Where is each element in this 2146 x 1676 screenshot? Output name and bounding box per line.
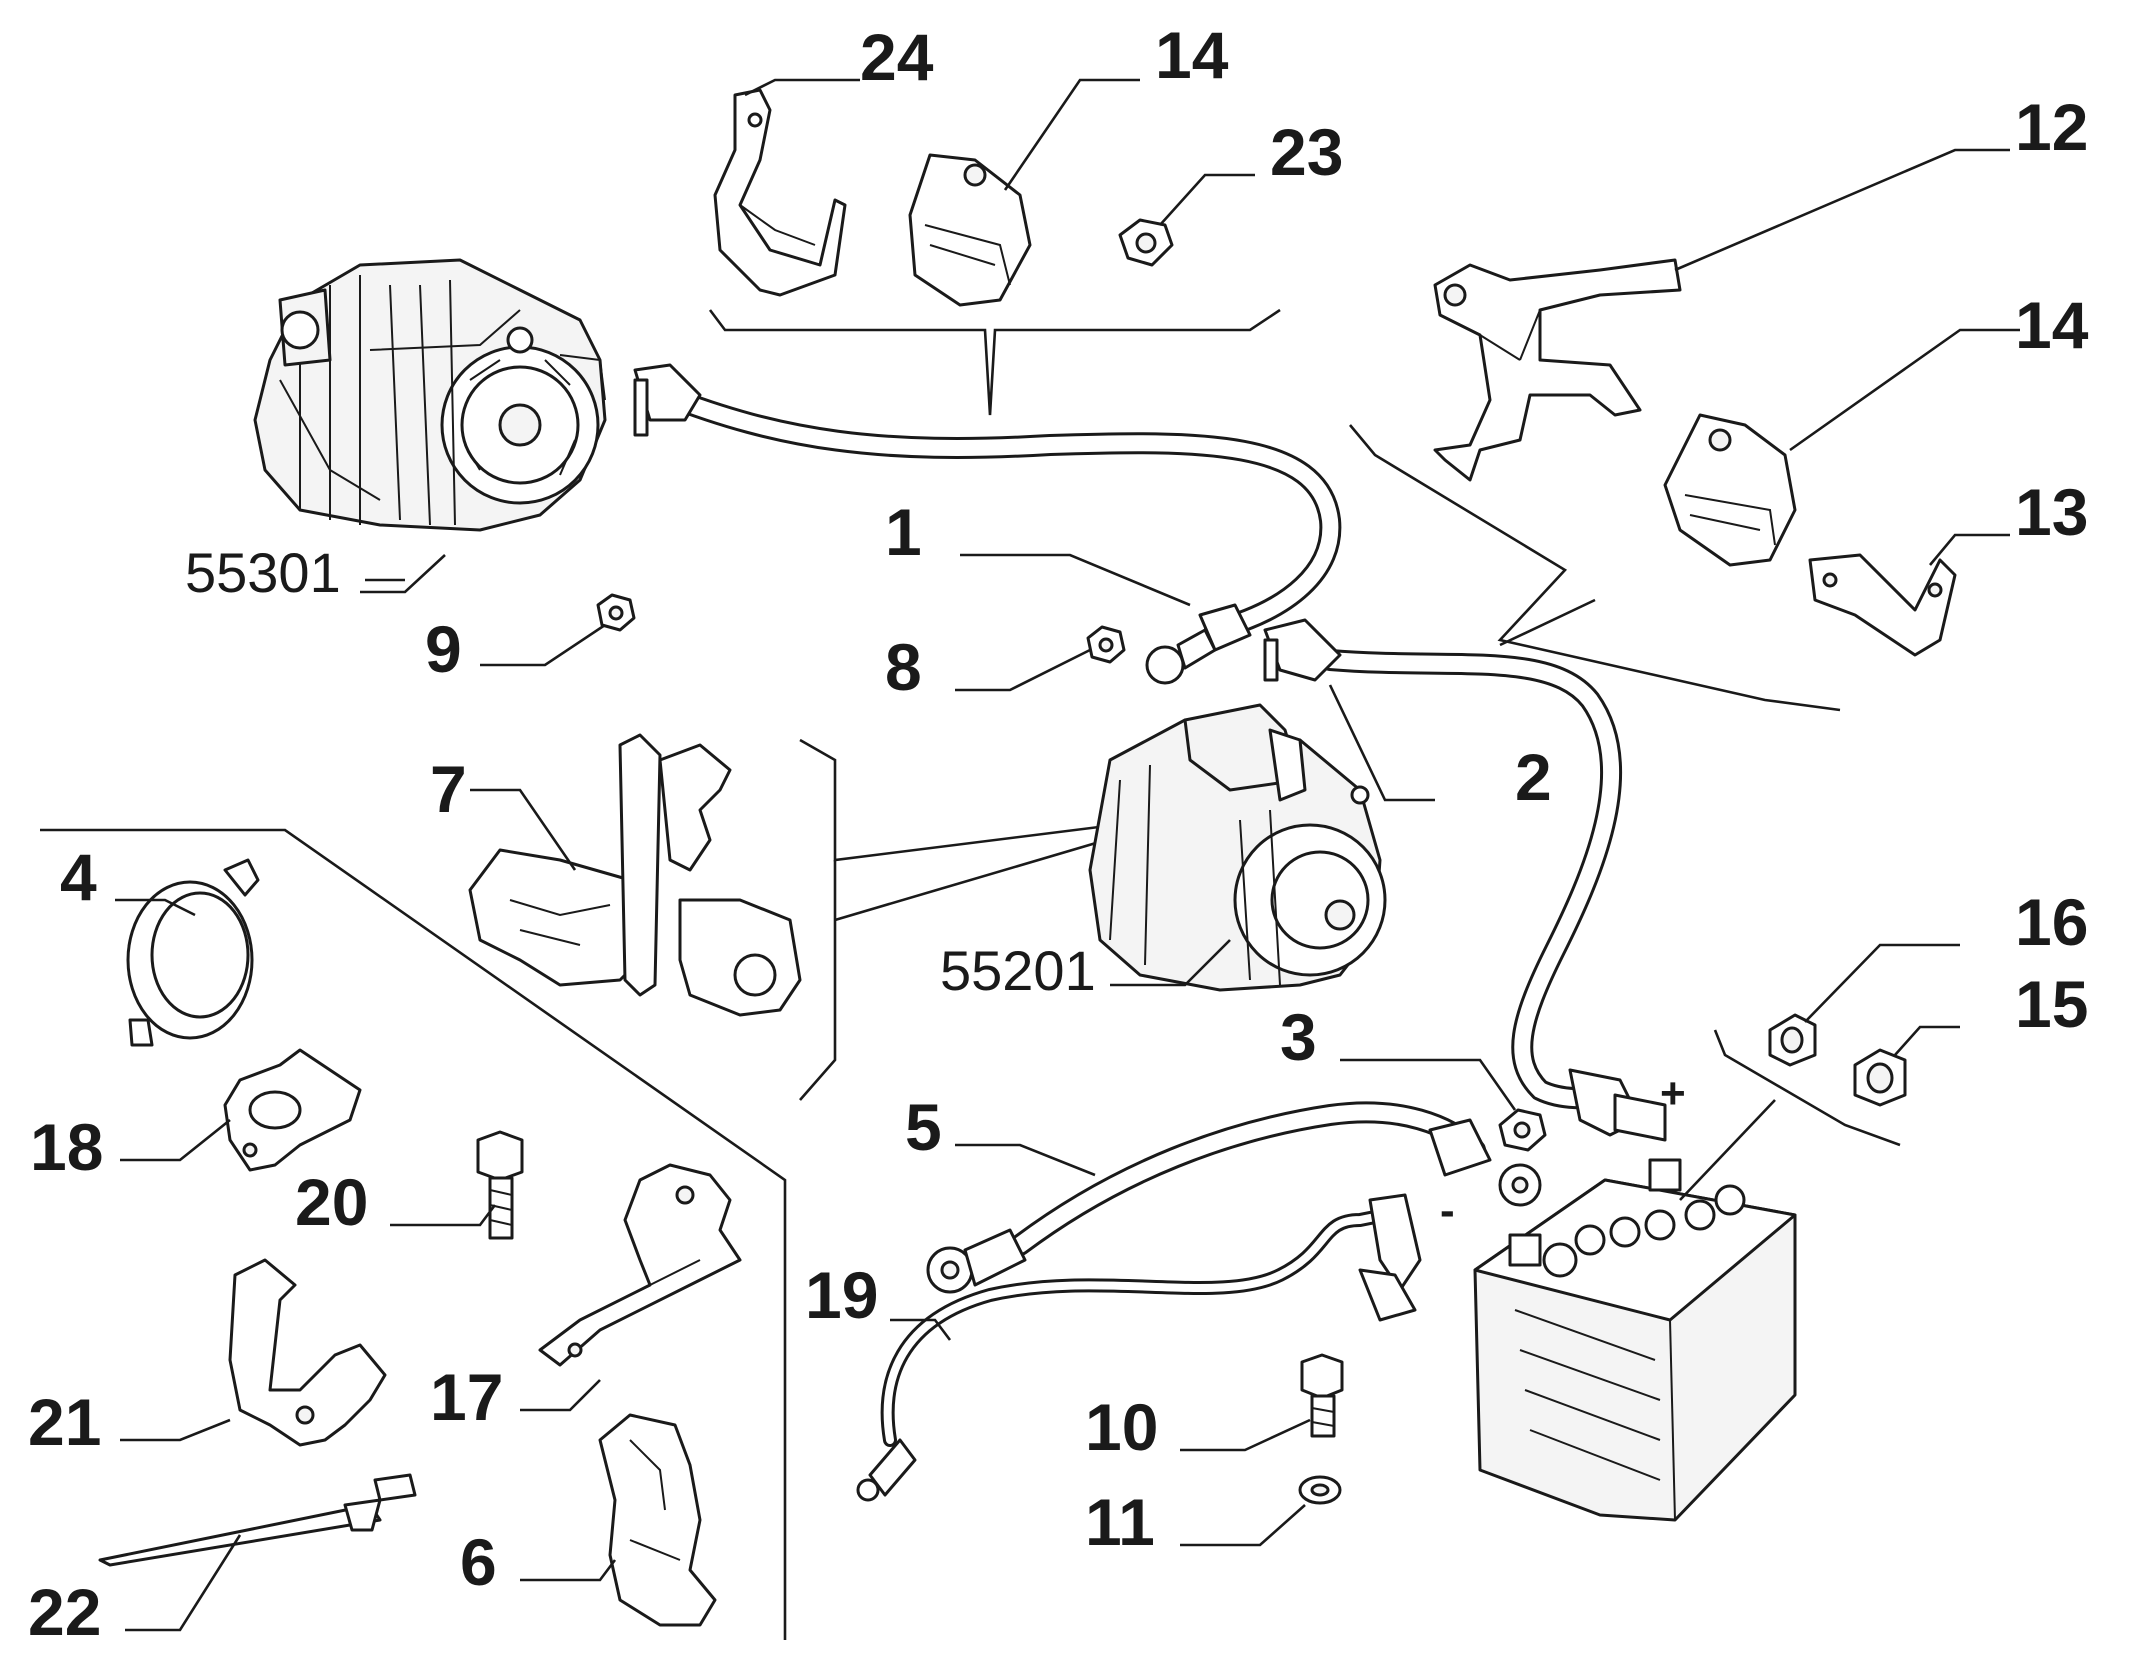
tie-22	[98, 1473, 417, 1567]
part-labels: 24 14 23 12 14 13 55301 1 9 8 2 7 4 5520…	[28, 18, 2089, 1649]
label-part-20: 20	[295, 1165, 368, 1239]
battery-part	[1473, 1158, 1797, 1522]
positive-terminal-sign: +	[1660, 1069, 1686, 1118]
label-part-23: 23	[1270, 115, 1343, 189]
bracket-12	[1433, 258, 1682, 482]
clamp-21	[228, 1258, 387, 1447]
alternator-part	[253, 258, 607, 532]
label-part-16: 16	[2015, 885, 2088, 959]
nut-15	[1853, 1048, 1907, 1107]
bolt-20	[476, 1130, 524, 1240]
label-part-17: 17	[430, 1360, 503, 1434]
label-part-19: 19	[805, 1258, 878, 1332]
plate-13	[1808, 553, 1957, 657]
label-part-14-right: 14	[2015, 288, 2089, 362]
label-part-8: 8	[885, 630, 922, 704]
label-part-14-top: 14	[1155, 18, 1229, 92]
label-part-1: 1	[885, 495, 922, 569]
negative-terminal-sign: -	[1440, 1186, 1455, 1235]
label-part-7: 7	[430, 752, 467, 826]
cable-5	[926, 1101, 1542, 1294]
bracket-7	[468, 733, 802, 1017]
clip-14-right	[1663, 413, 1797, 567]
label-alternator-55301: 55301	[185, 541, 341, 604]
label-part-4: 4	[60, 840, 97, 914]
label-part-11: 11	[1085, 1485, 1155, 1559]
label-part-15: 15	[2015, 967, 2088, 1041]
label-part-6: 6	[460, 1525, 497, 1599]
starter-part	[1088, 703, 1387, 992]
label-part-22: 22	[28, 1575, 101, 1649]
cable-1	[633, 363, 1342, 685]
cap-4	[126, 858, 260, 1047]
label-part-9: 9	[425, 612, 462, 686]
cable-19	[856, 1193, 1422, 1502]
bolt-10	[1300, 1353, 1344, 1438]
label-starter-55201: 55201	[940, 939, 1096, 1002]
bracket-24	[713, 88, 847, 297]
washer-11	[1298, 1475, 1342, 1505]
label-part-24: 24	[860, 20, 934, 94]
nut-3	[1498, 1108, 1547, 1152]
clip-18	[223, 1048, 362, 1172]
clip-14-top	[908, 153, 1032, 307]
label-part-18: 18	[30, 1110, 103, 1184]
terminal-signs: + -	[1440, 1069, 1686, 1235]
section-dividers	[40, 308, 1901, 1640]
bracket-17	[538, 1163, 742, 1367]
nut-8	[1086, 625, 1126, 664]
label-part-5: 5	[905, 1090, 942, 1164]
label-part-13: 13	[2015, 475, 2088, 549]
label-part-10: 10	[1085, 1390, 1158, 1464]
label-part-2: 2	[1515, 740, 1552, 814]
label-part-3: 3	[1280, 1000, 1317, 1074]
nut-9	[596, 593, 636, 632]
cable-2	[1263, 618, 1667, 1142]
leader-lines	[115, 78, 2020, 1632]
nut-16	[1768, 1013, 1817, 1067]
label-part-12: 12	[2015, 90, 2088, 164]
label-part-21: 21	[28, 1385, 101, 1459]
clip-6	[598, 1413, 717, 1627]
nut-23	[1118, 218, 1174, 267]
